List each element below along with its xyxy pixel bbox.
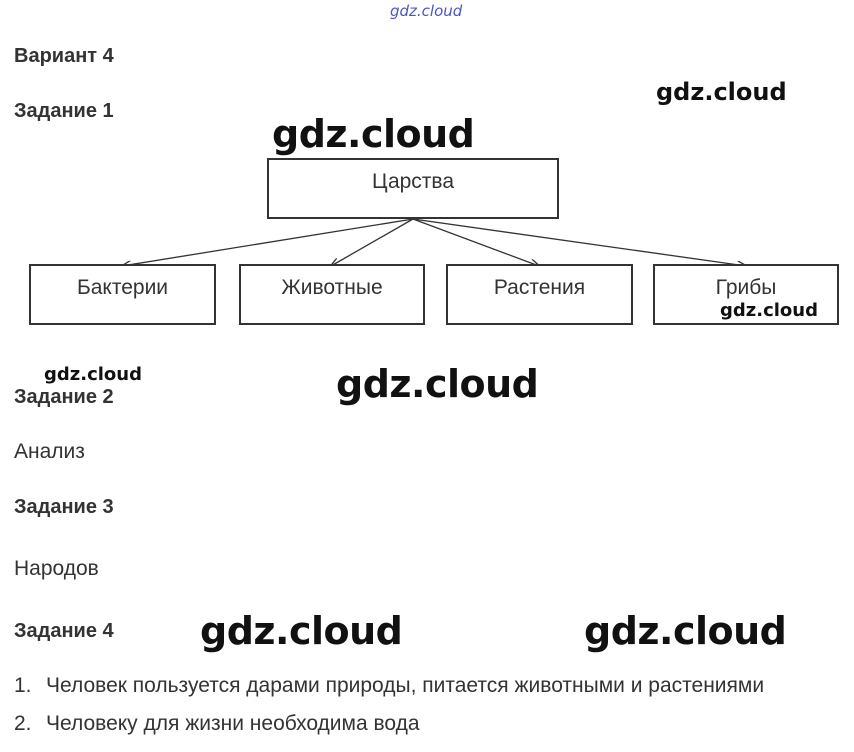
task4-title: Задание 4 xyxy=(14,620,114,642)
watermark-diagram-top: gdz.cloud xyxy=(272,112,475,156)
arrow-to-animals xyxy=(331,218,414,266)
kingdoms-root-label: Царства xyxy=(371,170,455,193)
kingdom-box-fungi: Грибы xyxy=(653,264,839,325)
watermark-top-right: gdz.cloud xyxy=(656,78,787,106)
kingdom-label-plants: Растения xyxy=(493,276,586,299)
task2-title: Задание 2 xyxy=(14,386,114,408)
task4-list-item: 1. Человек пользуется дарами природы, пит… xyxy=(14,674,764,698)
watermark-fungi-box: gdz.cloud xyxy=(720,300,818,321)
list-item-number: 1. xyxy=(14,674,32,697)
kingdoms-root-box: Царства xyxy=(267,158,559,219)
watermark-task2-center: gdz.cloud xyxy=(336,362,539,406)
kingdom-label-animals: Животные xyxy=(281,276,383,299)
kingdom-box-animals: Животные xyxy=(239,264,425,325)
list-item-text: Человек пользуется дарами природы, питае… xyxy=(46,674,765,697)
arrow-to-bacteria xyxy=(122,218,414,266)
watermark-task4-center: gdz.cloud xyxy=(200,609,403,653)
watermark-task2-left: gdz.cloud xyxy=(44,364,142,385)
kingdom-box-bacteria: Бактерии xyxy=(29,264,216,325)
task3-answer: Народов xyxy=(14,557,99,580)
arrow-to-fungi xyxy=(412,218,746,266)
variant-title: Вариант 4 xyxy=(14,45,114,67)
kingdom-label-fungi: Грибы xyxy=(715,276,777,299)
watermark-top: gdz.cloud xyxy=(390,2,463,20)
task3-title: Задание 3 xyxy=(14,496,114,518)
arrow-to-plants xyxy=(412,218,539,266)
kingdom-label-bacteria: Бактерии xyxy=(76,276,169,299)
list-item-text: Человеку для жизни необходима вода xyxy=(46,712,420,735)
watermark-task4-right: gdz.cloud xyxy=(584,609,787,653)
task2-answer: Анализ xyxy=(14,440,85,463)
kingdom-box-plants: Растения xyxy=(446,264,633,325)
list-item-number: 2. xyxy=(14,712,32,735)
task1-title: Задание 1 xyxy=(14,100,114,122)
task4-list-item: 2. Человеку для жизни необходима вода xyxy=(14,712,420,736)
